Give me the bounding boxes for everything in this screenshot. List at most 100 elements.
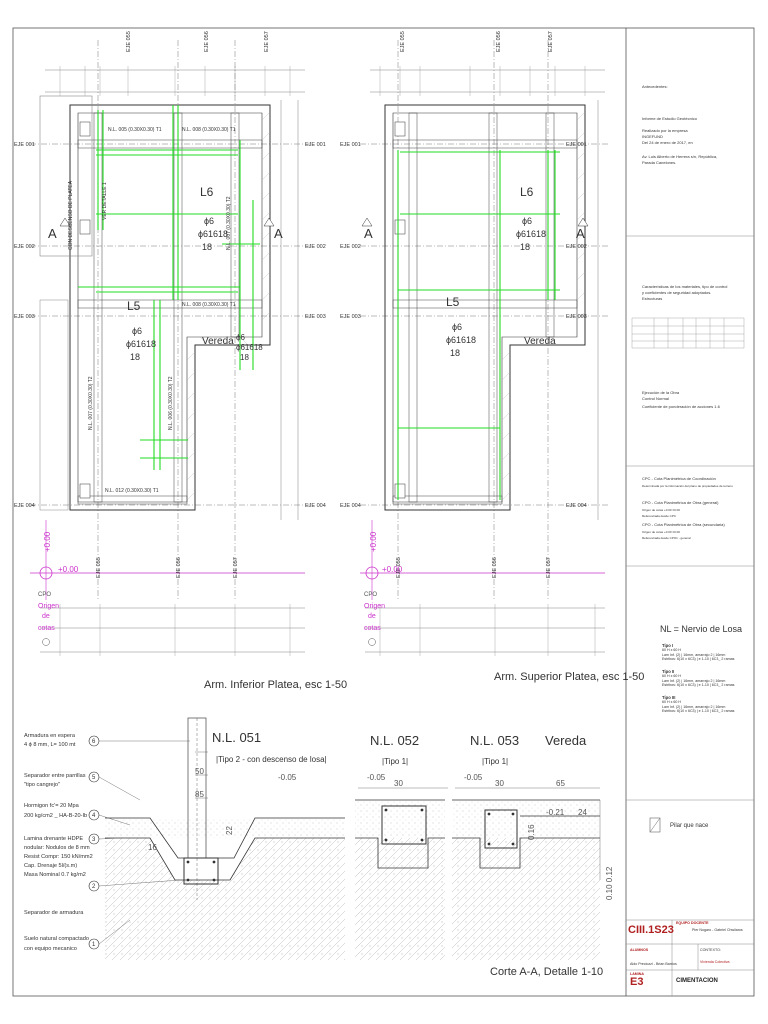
plan-right: EJE 001 EJE 002 EJE 003 EJE 004 EJE 001 … [340, 31, 644, 683]
section-title: Corte A-A, Detalle 1-10 [490, 966, 603, 978]
nl-label-top-2: N.L. 008 (0.30X0.30) T1 [182, 127, 236, 133]
nl-legend-title: NL = Nervio de Losa [660, 624, 742, 634]
eje-row-label-3-right: EJE 003 [305, 314, 326, 320]
legend-5-line-2: "tipo cangrejo" [24, 782, 60, 788]
caract-label-3: Estructuras [642, 296, 663, 301]
ejecucion-label-3: Coeficiente de ponderación de acciones 1… [642, 404, 720, 409]
eje-col-label-2: EJE 056 [176, 557, 182, 578]
tipo-1-name: Tipo I [662, 643, 674, 648]
equipo-label: EQUIPO DOCENTE [676, 921, 709, 925]
legend-4-line-1: Hormigon fc'= 20 Mpa [24, 803, 80, 809]
legend-5-line-1: Separador entre parrillas [24, 773, 86, 779]
legend-2-line-1: Separador de armadura [24, 910, 84, 916]
eje-col-label-r1: EJE 055 [396, 557, 402, 578]
tipo-3-line-1: 60 H x 60 H [662, 700, 681, 705]
eje-col-label-rtop-1: EJE 055 [400, 31, 406, 52]
bar-spec-r-l5-b: ϕ61618 [446, 335, 476, 345]
legend-3-line-3: Resist Compr: 150 kN/mm2 [24, 854, 93, 860]
dim-30-a: 30 [394, 779, 403, 788]
slab-label-r-l6: L6 [520, 185, 534, 199]
nl051-subtitle: |Tipo 2 - con descenso de losa| [216, 755, 327, 764]
legend-num-2: 2 [92, 884, 96, 890]
caract-label-1: Características de los materiales, tipo … [642, 284, 728, 289]
lamina-label: LAMINA [630, 972, 644, 976]
legend-num-6: 6 [92, 739, 96, 745]
sheet-title: CIMENTACION [676, 978, 718, 984]
dim-30-b: 30 [495, 779, 504, 788]
cpc-note: Determinada por la información del plano… [642, 484, 733, 488]
tipo-2-line-2: Lam Inf. (2) | 16mm, amarrajo 2 | 16mm [662, 678, 726, 683]
legend-num-1: 1 [92, 942, 96, 948]
ciudad-label: Parada Canelones. [642, 160, 677, 165]
bar-spec-l6-a: ϕ6 [204, 216, 214, 226]
info-panel: Antecedentes: Informe de Estudio Geotécn… [626, 28, 754, 996]
bar-spec-r-l5-a: ϕ6 [452, 322, 462, 332]
section-a-left: A [48, 226, 57, 241]
cpo2-note-1: Origen de cotas +0.00 ±0.00 [642, 530, 680, 534]
eje-col-label-top-2: EJE 056 [204, 31, 210, 52]
eje-row-label-r1-right: EJE 001 [566, 142, 587, 148]
eje-row-label-r3: EJE 003 [340, 314, 361, 320]
panel-lines [626, 235, 754, 996]
cpo1-note-2: Referenciada desde CPC [642, 514, 677, 518]
pilar-symbol [649, 817, 661, 833]
ver-detalle-label: VER DETALLE 1 [102, 182, 108, 220]
empresa-label: INGEFUND [642, 134, 663, 139]
bar-spec-vereda-c: 18 [240, 353, 249, 362]
slab-label-r-l5: L5 [446, 295, 460, 309]
dim-021: -0.21 [546, 808, 565, 817]
course-code: CIII.1S23 [628, 924, 674, 936]
legend-1-line-2: con equipo mecanico [24, 946, 77, 952]
level-label-vert: +0.00 [43, 531, 52, 552]
spec-table [631, 317, 745, 349]
tipo-3-name: Tipo III [662, 695, 676, 700]
eje-row-label-4-right: EJE 004 [305, 503, 326, 509]
bar-spec-r-l5-c: 18 [450, 348, 460, 358]
dim-005-b: -0.05 [367, 773, 386, 782]
ejecucion-label-1: Ejecución de la Obra [642, 390, 680, 395]
legend-6-line-1: Armadura en espera [24, 733, 76, 739]
dim-22: 22 [225, 826, 234, 835]
origen-label-1: Origen [38, 603, 59, 610]
eje-col-label-1: EJE 055 [96, 557, 102, 578]
tipo-1: Tipo I 60 H x 60 H Lam Inf. (2) | 16mm, … [662, 643, 734, 662]
nl052-subtitle: |Tipo 1| [382, 757, 408, 766]
origen-label-2: de [42, 613, 50, 620]
eje-col-label-r3: EJE 057 [546, 557, 552, 578]
tipo-2-line-3: Estribos: 6(10 x 6C3) | e 1-10 | 6C3_ 2 … [662, 683, 735, 688]
contexto-value: Vivienda Colectiva [700, 960, 730, 964]
nl053-title: N.L. 053 [470, 733, 519, 748]
vereda-label: Vereda [202, 336, 234, 347]
alumnos-label: ALUMNOS [630, 948, 649, 952]
cpo-label: CPO [38, 592, 51, 598]
plan-right-title: Arm. Superior Platea, esc 1-50 [494, 671, 644, 683]
eje-col-label-top-3: EJE 057 [264, 31, 270, 52]
tipo-2-line-1: 60 H x 60 H [662, 674, 681, 679]
eje-row-label-1-right: EJE 001 [305, 142, 326, 148]
lamina-code: E3 [630, 976, 644, 988]
eje-row-label-r2: EJE 002 [340, 244, 361, 250]
legend-3-line-4: Cap. Drenaje 5l/(s.m) [24, 863, 77, 869]
eje-col-label-rtop-2: EJE 056 [496, 31, 502, 52]
tipo-2: Tipo II 60 H x 60 H Lam Inf. (2) | 16mm,… [662, 669, 735, 688]
origen-label-3: cotas [38, 625, 55, 632]
legend-4-line-2: 200 kg/cm2 _ HA-B-20-Ib [24, 813, 87, 819]
dim-50: 50 [195, 767, 204, 776]
bar-spec-vereda-a: ϕ6 [236, 333, 245, 342]
dim-24: 24 [578, 808, 587, 817]
nl-label-mid: N.L. 008 (0.30X0.30) T1 [182, 302, 236, 308]
eje-row-label-r3-right: EJE 003 [566, 314, 587, 320]
nl-label-vert-2: N.L. 006 (0.30X0.30) T2 [168, 376, 174, 430]
fecha-label: Del 24 de enero de 2017, en [642, 140, 693, 145]
legend-1-line-1: Suelo natural compactado [24, 936, 89, 942]
plan-left-title: Arm. Inferior Platea, esc 1-50 [204, 679, 347, 691]
docentes-names: Pier Nogaro - Gabriel Chwiiaros [692, 928, 743, 932]
tipo-1-line-1: 60 H x 60 H [662, 648, 681, 653]
origen-label-r2: de [368, 613, 376, 620]
nl053-subtitle: |Tipo 1| [482, 757, 508, 766]
cpo1-label: CPO - Cota Planimétrica de Obra (general… [642, 500, 719, 505]
nl-label-vert-1: N.L. 007 (0.30X0.30) T2 [88, 376, 94, 430]
eje-row-label-1: EJE 001 [14, 142, 35, 148]
realizado-label: Realizado por la empresa [642, 128, 688, 133]
